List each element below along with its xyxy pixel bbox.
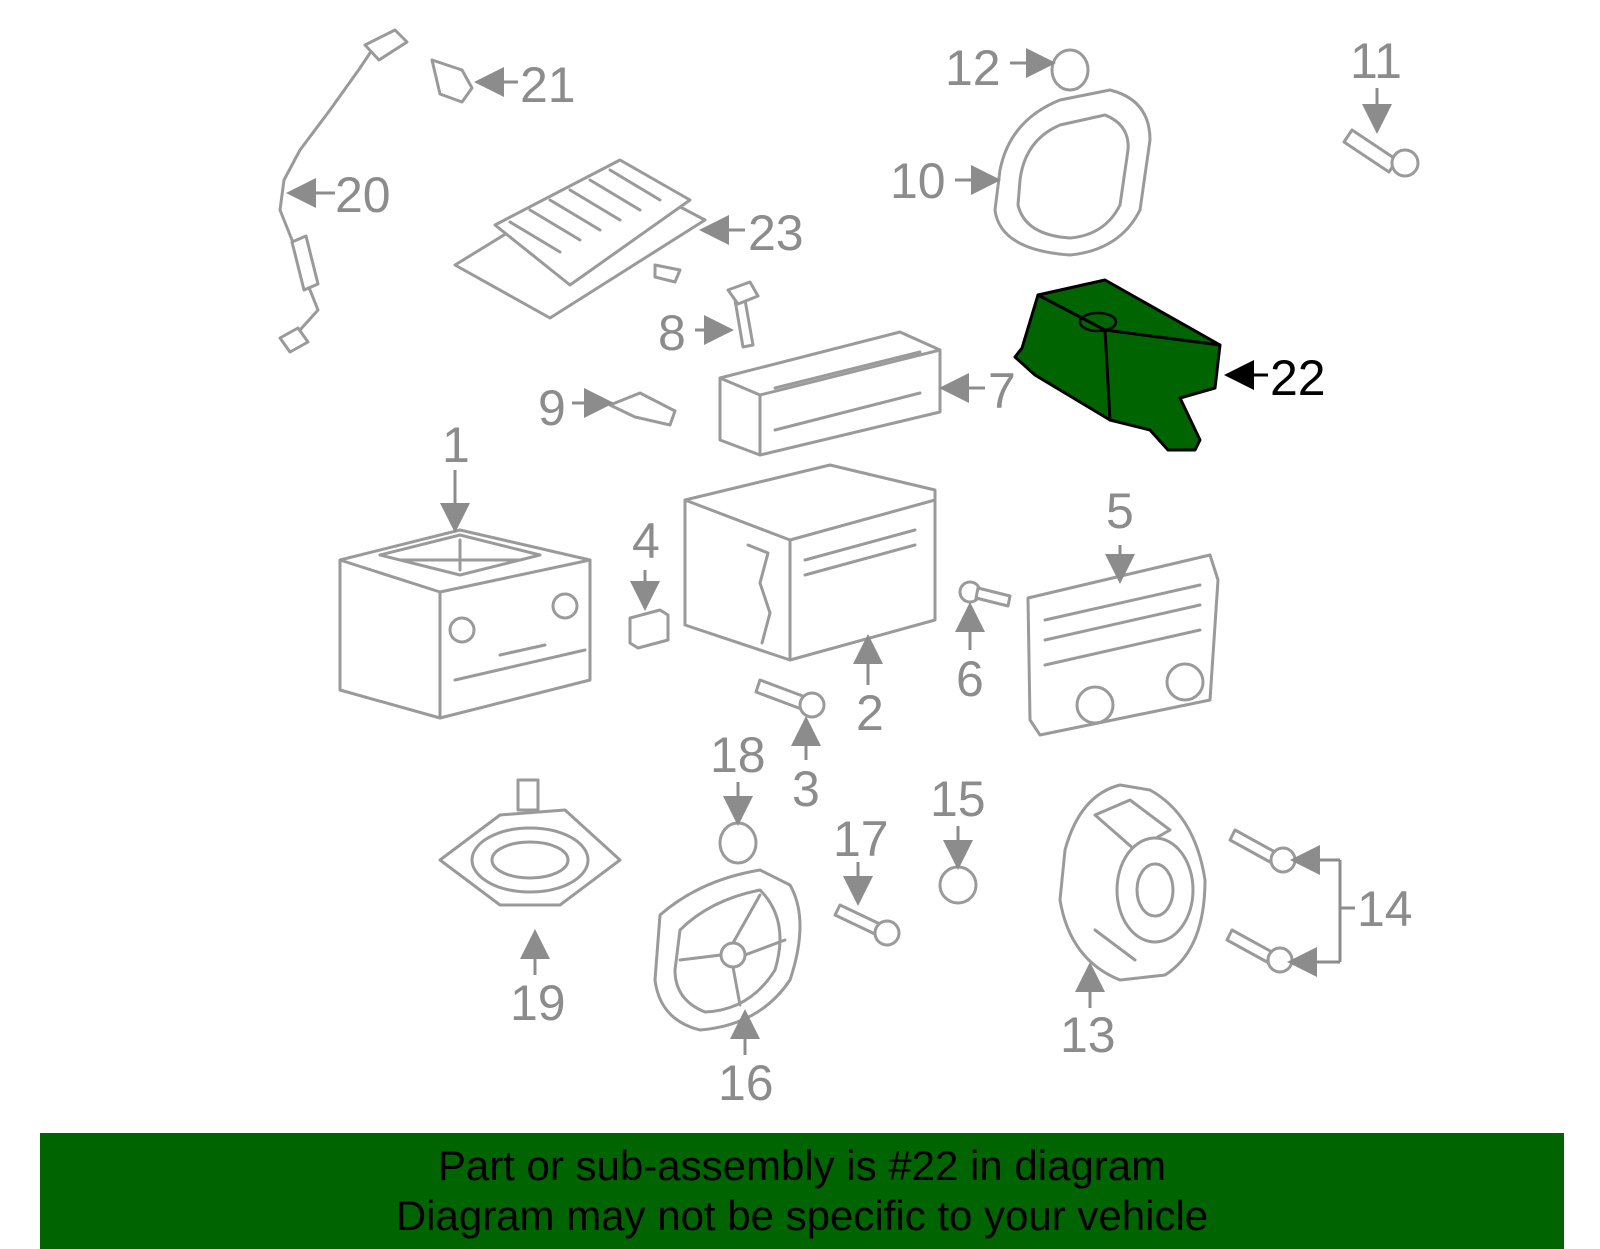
callout-18: 18 bbox=[710, 727, 766, 783]
callout-20: 20 bbox=[335, 167, 391, 223]
part-15-nut bbox=[938, 865, 978, 905]
info-banner: Part or sub-assembly is #22 in diagram D… bbox=[40, 1133, 1564, 1249]
part-19-tweeter bbox=[438, 778, 622, 907]
part-13-speaker bbox=[1058, 783, 1207, 982]
callout-4: 4 bbox=[632, 513, 660, 569]
callout-9: 9 bbox=[538, 380, 566, 436]
banner-line-part-number: Part or sub-assembly is #22 in diagram bbox=[437, 1142, 1167, 1189]
part-22-module-highlighted bbox=[1013, 278, 1222, 452]
callout-16: 16 bbox=[718, 1055, 774, 1111]
part-10-speaker bbox=[993, 88, 1152, 257]
callout-15: 15 bbox=[930, 771, 986, 827]
callout-6: 6 bbox=[956, 651, 984, 707]
callout-8: 8 bbox=[658, 305, 686, 361]
part-21-clip bbox=[430, 58, 474, 104]
part-11-bolt bbox=[1342, 128, 1420, 178]
callout-14: 14 bbox=[1357, 881, 1413, 937]
part-12-nut bbox=[1050, 48, 1090, 92]
part-23-amplifier bbox=[453, 158, 707, 320]
part-16-speaker bbox=[653, 868, 802, 1032]
part-18-nut bbox=[718, 821, 758, 865]
callout-5: 5 bbox=[1106, 483, 1134, 539]
callout-21: 21 bbox=[520, 57, 576, 113]
part-7-display-unit bbox=[718, 330, 942, 457]
banner-line-disclaimer: Diagram may not be specific to your vehi… bbox=[395, 1192, 1209, 1239]
callout-10: 10 bbox=[890, 153, 946, 209]
callout-11: 11 bbox=[1350, 33, 1402, 89]
callout-1: 1 bbox=[442, 417, 470, 473]
callout-7: 7 bbox=[988, 363, 1016, 419]
part-9-clip bbox=[608, 391, 677, 427]
part-20-antenna-cable bbox=[278, 28, 409, 354]
part-5-control-panel bbox=[1026, 553, 1220, 737]
callout-2: 2 bbox=[856, 685, 884, 741]
callout-3: 3 bbox=[792, 761, 820, 817]
part-3-screw bbox=[754, 678, 826, 719]
part-4-bracket bbox=[628, 608, 670, 650]
callout-12: 12 bbox=[945, 40, 1001, 96]
part-2-cd-unit bbox=[683, 463, 937, 662]
part-8-bolt bbox=[726, 280, 760, 349]
callout-23: 23 bbox=[748, 205, 804, 261]
part-17-bolt bbox=[833, 903, 901, 947]
callout-22: 22 bbox=[1270, 350, 1326, 406]
part-14-bolts bbox=[1225, 828, 1297, 974]
callout-13: 13 bbox=[1060, 1007, 1116, 1063]
part-1-radio-unit bbox=[338, 528, 592, 720]
callout-19: 19 bbox=[510, 975, 566, 1031]
callout-17: 17 bbox=[833, 811, 889, 867]
parts-diagram: 20 21 23 12 10 11 8 9 7 bbox=[278, 28, 1420, 1111]
part-6-screw bbox=[958, 580, 1012, 608]
